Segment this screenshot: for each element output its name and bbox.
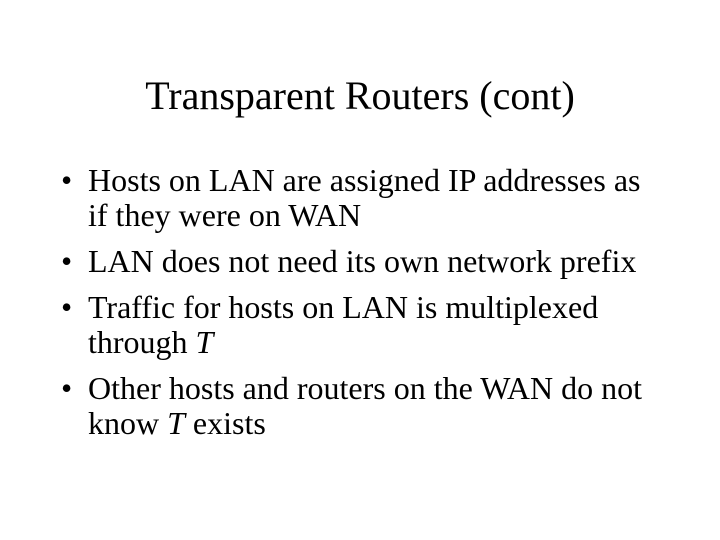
bullet-point-icon: • — [61, 370, 73, 406]
list-item: • LAN does not need its own network pref… — [56, 244, 666, 279]
bullet-text: Hosts on LAN are assigned IP addresses a… — [88, 163, 666, 233]
bullet-text-segment: Other hosts and routers on the WAN do no… — [88, 370, 642, 441]
bullet-point-icon: • — [61, 289, 73, 325]
bullet-text: Traffic for hosts on LAN is multiplexed … — [88, 290, 666, 360]
bullet-point-icon: • — [61, 162, 73, 198]
bullet-text-segment: Hosts on LAN are assigned IP addresses a… — [88, 162, 641, 233]
bullet-text-segment: LAN does not need its own network prefix — [88, 243, 637, 279]
list-item: • Hosts on LAN are assigned IP addresses… — [56, 163, 666, 233]
bullet-variable: T — [167, 405, 185, 441]
bullet-list: • Hosts on LAN are assigned IP addresses… — [56, 163, 666, 441]
bullet-text: Other hosts and routers on the WAN do no… — [88, 371, 666, 441]
list-item: • Traffic for hosts on LAN is multiplexe… — [56, 290, 666, 360]
bullet-point-icon: • — [61, 243, 73, 279]
bullet-text-segment: Traffic for hosts on LAN is multiplexed … — [88, 289, 599, 360]
bullet-text-tail: exists — [184, 405, 266, 441]
bullet-variable: T — [195, 324, 214, 360]
slide-title: Transparent Routers (cont) — [145, 73, 575, 118]
list-item: • Other hosts and routers on the WAN do … — [56, 371, 666, 441]
bullet-text: LAN does not need its own network prefix — [88, 244, 666, 279]
